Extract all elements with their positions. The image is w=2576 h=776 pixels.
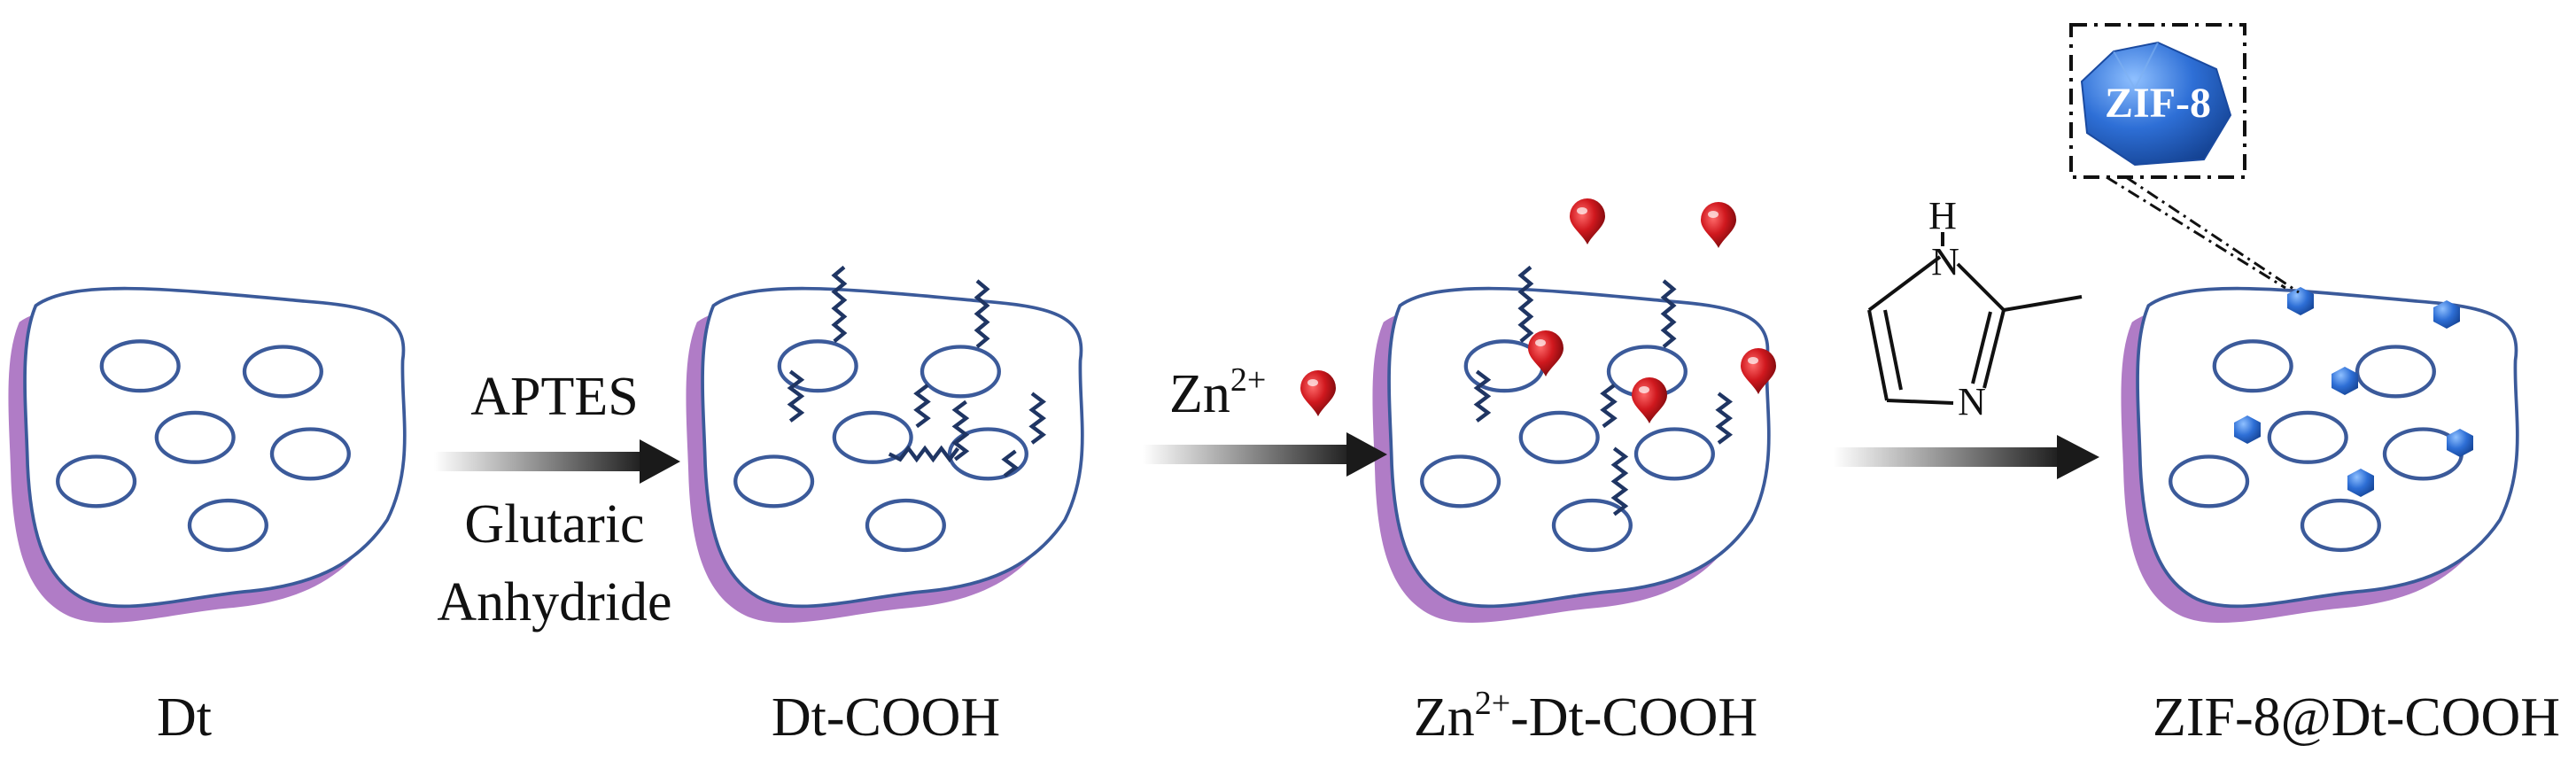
- atom-h: H: [1928, 194, 1957, 237]
- arrow-step-1: [434, 439, 680, 484]
- zif8-crystal: [2433, 300, 2460, 329]
- zn-ion-marker: [1570, 198, 1605, 244]
- arrow-step-2: [1143, 432, 1387, 477]
- zif8-crystal: [2234, 415, 2261, 444]
- atom-n2: N: [1958, 380, 1986, 423]
- zif8-crystal-large: [2080, 41, 2232, 167]
- particle-dt-cooh: [684, 265, 1084, 625]
- reagent-anhydride: Anhydride: [437, 572, 671, 632]
- stage-label-dt: Dt: [157, 687, 212, 748]
- stage-label-zn-dt-cooh: Zn2+-Dt-COOH: [1414, 685, 1757, 748]
- particle-zif8-dt-cooh: [2119, 286, 2519, 625]
- zif8-crystal: [2332, 367, 2358, 395]
- zn-ion-marker-legend: [1300, 370, 1336, 416]
- atom-n1: N: [1931, 240, 1959, 283]
- zif8-crystals: [2234, 287, 2473, 497]
- zn-ion-marker: [1701, 202, 1736, 248]
- reagent-glutaric: Glutaric: [464, 494, 644, 555]
- zn-ion-marker: [1741, 348, 1776, 394]
- zif8-crystal: [2287, 287, 2314, 315]
- reagent-aptes: APTES: [470, 367, 638, 427]
- zif8-inset: ZIF-8: [2069, 23, 2300, 294]
- stage-label-dt-cooh: Dt-COOH: [772, 687, 1000, 748]
- zif8-crystal: [2447, 429, 2473, 457]
- zn-ion-marker: [1632, 377, 1667, 423]
- particle-dt: [6, 286, 407, 625]
- zn-ion-markers: [1528, 198, 1776, 423]
- particle-zn-dt-cooh: [1370, 265, 1771, 625]
- stage-label-zif8-dt-cooh: ZIF-8@Dt-COOH: [2153, 687, 2560, 748]
- reagent-zn: Zn2+: [1169, 361, 1266, 424]
- zif8-crystal: [2347, 469, 2374, 497]
- 2-methylimidazole-structure: [1867, 232, 2083, 405]
- zif8-inset-label: ZIF-8: [2105, 80, 2211, 127]
- zn-ion-marker: [1528, 330, 1563, 376]
- arrow-step-3: [1834, 435, 2099, 479]
